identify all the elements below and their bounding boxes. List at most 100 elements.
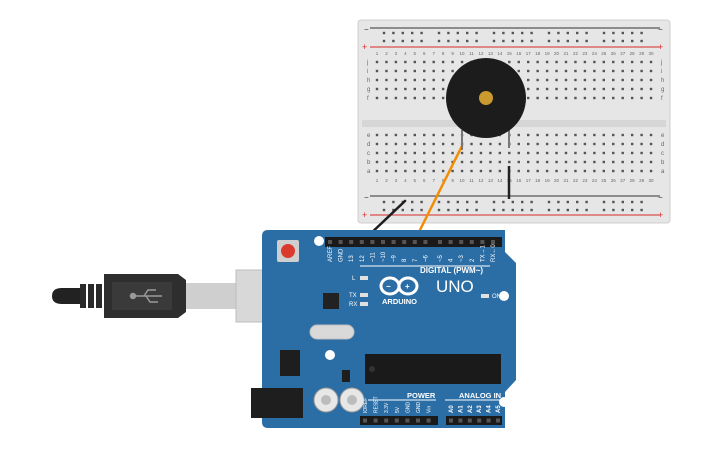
breadboard-hole[interactable] bbox=[489, 169, 492, 173]
breadboard-hole[interactable] bbox=[555, 142, 558, 146]
breadboard-hole[interactable] bbox=[460, 60, 464, 64]
breadboard-hole[interactable] bbox=[375, 96, 379, 100]
breadboard-hole[interactable] bbox=[517, 169, 520, 173]
breadboard-hole[interactable] bbox=[536, 133, 539, 137]
breadboard-hole[interactable] bbox=[555, 160, 558, 164]
rail-hole[interactable] bbox=[420, 208, 423, 212]
breadboard-hole[interactable] bbox=[630, 142, 634, 146]
breadboard-hole[interactable] bbox=[375, 78, 379, 82]
breadboard-hole[interactable] bbox=[413, 69, 416, 73]
breadboard-hole[interactable] bbox=[441, 96, 445, 100]
breadboard-hole[interactable] bbox=[394, 87, 398, 91]
breadboard-hole[interactable] bbox=[423, 160, 426, 164]
rail-hole[interactable] bbox=[621, 31, 624, 35]
breadboard-hole[interactable] bbox=[394, 160, 398, 164]
breadboard-hole[interactable] bbox=[630, 69, 634, 73]
rail-hole[interactable] bbox=[631, 208, 634, 212]
analog-pin-hole[interactable] bbox=[449, 418, 453, 423]
breadboard-hole[interactable] bbox=[394, 151, 398, 155]
breadboard-hole[interactable] bbox=[640, 87, 643, 91]
digital-pin-hole[interactable] bbox=[359, 240, 364, 244]
breadboard-hole[interactable] bbox=[583, 78, 587, 82]
breadboard-hole[interactable] bbox=[404, 133, 407, 137]
breadboard-hole[interactable] bbox=[555, 78, 558, 82]
rail-hole[interactable] bbox=[640, 200, 643, 204]
rail-hole[interactable] bbox=[475, 31, 478, 35]
breadboard-hole[interactable] bbox=[602, 133, 605, 137]
breadboard-hole[interactable] bbox=[555, 169, 558, 173]
digital-pin-hole[interactable] bbox=[338, 240, 343, 244]
rail-hole[interactable] bbox=[502, 208, 505, 212]
breadboard-hole[interactable] bbox=[385, 96, 388, 100]
breadboard-hole[interactable] bbox=[593, 60, 596, 64]
rail-hole[interactable] bbox=[612, 208, 615, 212]
breadboard-hole[interactable] bbox=[564, 151, 568, 155]
rail-hole[interactable] bbox=[521, 208, 524, 212]
rail-hole[interactable] bbox=[585, 31, 588, 35]
breadboard-hole[interactable] bbox=[612, 96, 615, 100]
breadboard-hole[interactable] bbox=[545, 142, 549, 146]
breadboard-hole[interactable] bbox=[489, 142, 492, 146]
rail-hole[interactable] bbox=[420, 31, 423, 35]
breadboard-hole[interactable] bbox=[649, 151, 653, 155]
breadboard-hole[interactable] bbox=[413, 133, 416, 137]
breadboard-hole[interactable] bbox=[375, 133, 379, 137]
rail-hole[interactable] bbox=[401, 208, 404, 212]
breadboard-hole[interactable] bbox=[451, 69, 454, 73]
rail-hole[interactable] bbox=[511, 208, 514, 212]
breadboard-holes[interactable] bbox=[375, 31, 653, 212]
rail-hole[interactable] bbox=[475, 208, 478, 212]
breadboard-hole[interactable] bbox=[536, 60, 539, 64]
breadboard-hole[interactable] bbox=[630, 60, 634, 64]
breadboard-hole[interactable] bbox=[602, 60, 605, 64]
rail-hole[interactable] bbox=[437, 31, 441, 35]
breadboard-hole[interactable] bbox=[517, 160, 520, 164]
rail-hole[interactable] bbox=[437, 200, 441, 204]
power-pin-hole[interactable] bbox=[426, 418, 431, 423]
breadboard-hole[interactable] bbox=[583, 60, 587, 64]
breadboard-hole[interactable] bbox=[451, 142, 454, 146]
breadboard-hole[interactable] bbox=[536, 69, 539, 73]
signal-wire[interactable] bbox=[413, 144, 464, 242]
breadboard-hole[interactable] bbox=[649, 133, 653, 137]
breadboard-hole[interactable] bbox=[385, 160, 388, 164]
rail-hole[interactable] bbox=[502, 31, 505, 35]
rail-hole[interactable] bbox=[566, 208, 569, 212]
breadboard-hole[interactable] bbox=[602, 96, 605, 100]
digital-pin-hole[interactable] bbox=[438, 240, 442, 244]
rail-hole[interactable] bbox=[411, 200, 414, 204]
breadboard-hole[interactable] bbox=[583, 96, 587, 100]
breadboard-hole[interactable] bbox=[498, 142, 502, 146]
breadboard-hole[interactable] bbox=[602, 87, 605, 91]
usb-cable[interactable] bbox=[52, 269, 299, 323]
breadboard-hole[interactable] bbox=[649, 169, 653, 173]
breadboard-hole[interactable] bbox=[564, 69, 568, 73]
breadboard-hole[interactable] bbox=[640, 60, 643, 64]
breadboard-hole[interactable] bbox=[404, 169, 407, 173]
rail-hole[interactable] bbox=[640, 208, 643, 212]
breadboard-hole[interactable] bbox=[555, 151, 558, 155]
breadboard-hole[interactable] bbox=[527, 142, 530, 146]
breadboard-hole[interactable] bbox=[489, 151, 492, 155]
breadboard-hole[interactable] bbox=[423, 96, 426, 100]
rail-hole[interactable] bbox=[547, 39, 551, 43]
breadboard-hole[interactable] bbox=[404, 160, 407, 164]
digital-pin-hole[interactable] bbox=[381, 240, 385, 244]
breadboard-hole[interactable] bbox=[375, 151, 379, 155]
breadboard-hole[interactable] bbox=[536, 160, 539, 164]
breadboard-hole[interactable] bbox=[498, 160, 502, 164]
breadboard-hole[interactable] bbox=[423, 87, 426, 91]
breadboard-hole[interactable] bbox=[640, 151, 643, 155]
breadboard-hole[interactable] bbox=[583, 151, 587, 155]
breadboard-hole[interactable] bbox=[423, 151, 426, 155]
rail-hole[interactable] bbox=[466, 208, 469, 212]
rail-hole[interactable] bbox=[621, 208, 624, 212]
rail-hole[interactable] bbox=[382, 200, 386, 204]
breadboard-hole[interactable] bbox=[470, 160, 473, 164]
breadboard-hole[interactable] bbox=[574, 169, 577, 173]
breadboard-hole[interactable] bbox=[640, 78, 643, 82]
breadboard-hole[interactable] bbox=[508, 60, 511, 64]
rail-hole[interactable] bbox=[411, 39, 414, 43]
breadboard-hole[interactable] bbox=[612, 160, 615, 164]
breadboard-hole[interactable] bbox=[375, 69, 379, 73]
